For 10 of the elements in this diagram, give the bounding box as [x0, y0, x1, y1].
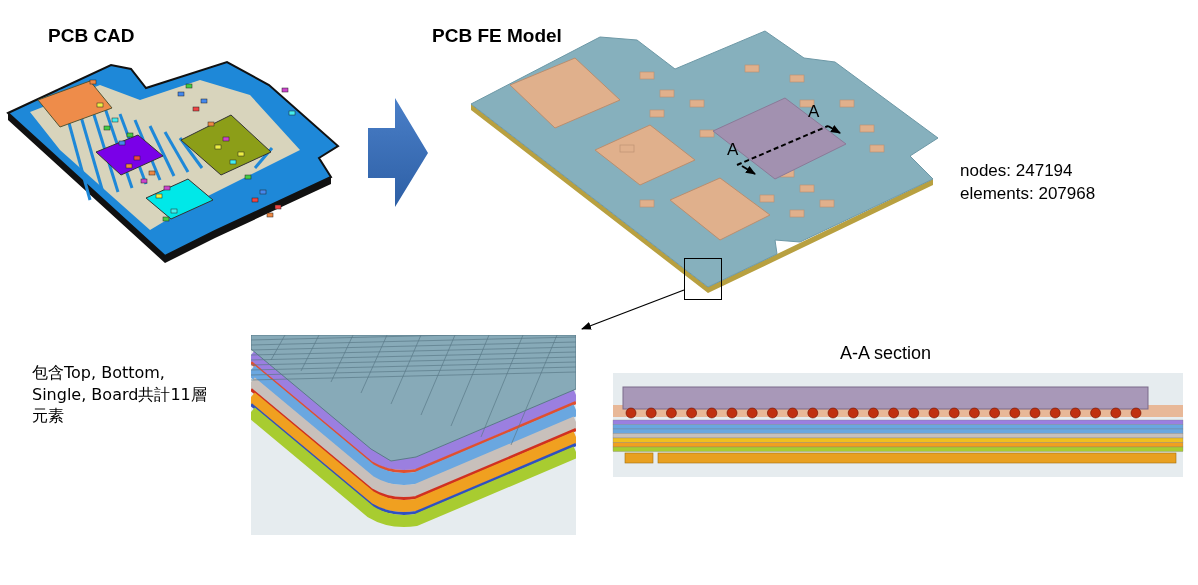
zoom-frame [684, 258, 722, 300]
arrow [581, 289, 685, 330]
block-arrow [368, 98, 428, 207]
section-label: A [727, 140, 739, 160]
statistics-text: nodes: 247194 elements: 207968 [960, 160, 1097, 205]
section-title: A-A section [840, 343, 932, 364]
section-label: A [808, 102, 820, 122]
title: PCB CAD [48, 25, 135, 47]
description-text: 包含Top, Bottom, Single, Board共計11層元素 [32, 362, 208, 427]
title: PCB FE Model [432, 25, 562, 47]
